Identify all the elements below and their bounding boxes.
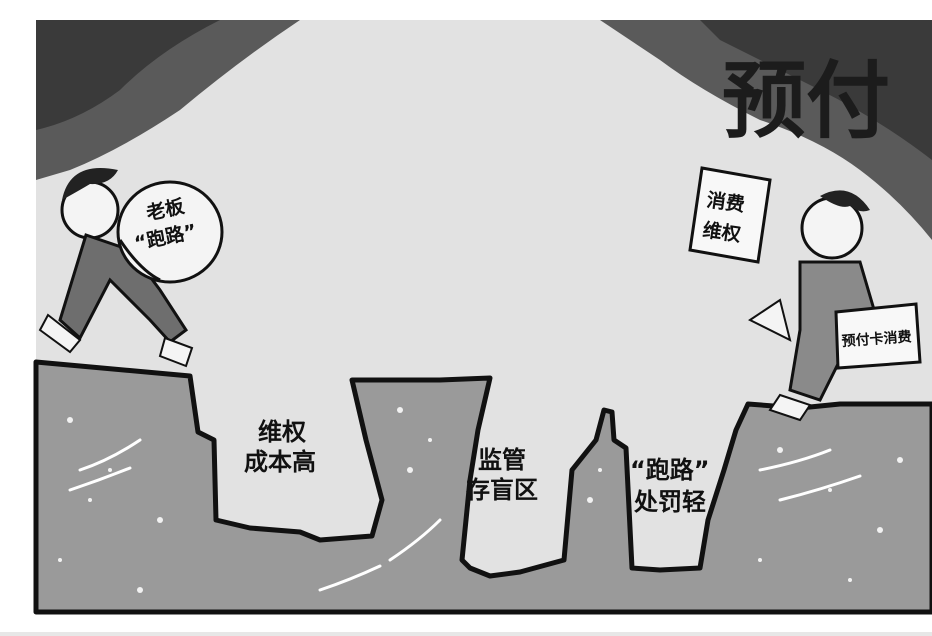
briefcase-label: 预付卡消费 bbox=[841, 328, 912, 350]
briefcase bbox=[834, 302, 922, 370]
sign-label-line1: 消费 bbox=[705, 188, 746, 216]
pit-label-1-line1: 维权 bbox=[258, 418, 306, 446]
money-sack bbox=[116, 180, 224, 284]
runaway-boss-figure bbox=[38, 168, 224, 368]
consumer-figure bbox=[688, 166, 922, 422]
pit-label-3-line1: “跑路” bbox=[630, 456, 710, 484]
consumer-hair bbox=[820, 190, 870, 212]
pit-label-1-line2: 成本高 bbox=[244, 448, 316, 476]
pit-label-3-line2: 处罚轻 bbox=[633, 488, 706, 516]
sign-label-line2: 维权 bbox=[701, 218, 742, 246]
pit-label-2-line2: 存盲区 bbox=[466, 476, 538, 504]
hatched-clouds bbox=[36, 20, 932, 240]
ground-texture bbox=[58, 407, 903, 593]
pit-label-2-line1: 监管 bbox=[478, 446, 526, 474]
cliff-ground bbox=[33, 359, 932, 615]
protest-sign bbox=[688, 166, 772, 264]
headline-title: 预付 bbox=[722, 52, 890, 150]
boss-hair bbox=[62, 168, 118, 200]
ground-streaks bbox=[68, 438, 862, 592]
